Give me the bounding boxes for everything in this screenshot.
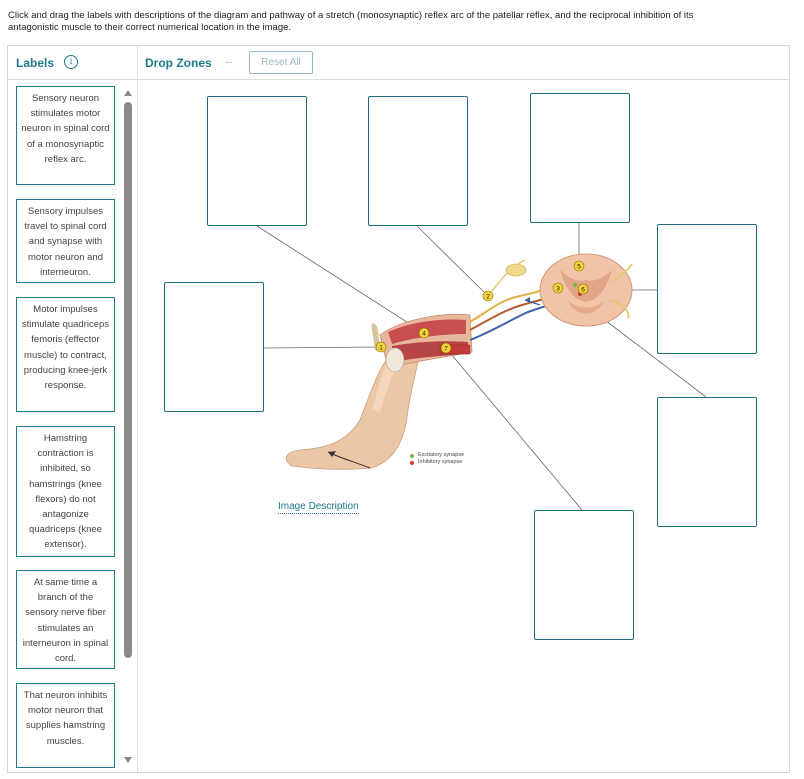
marker-1-icon — [375, 341, 387, 353]
marker-6-label: 6 — [581, 287, 585, 294]
header-divider — [7, 79, 790, 80]
legend-excitatory: Excitatory synapse — [418, 452, 465, 458]
inhibitory-synapse-dot — [410, 461, 414, 465]
marker-3-icon — [552, 282, 564, 294]
info-icon[interactable]: i — [64, 55, 78, 69]
reset-all-button[interactable]: Reset All — [249, 51, 313, 74]
drop-zone-4[interactable] — [164, 282, 264, 412]
legend-inhibitory: Inhibitory synapse — [418, 459, 463, 465]
label-card-2[interactable]: Sensory impulses travel to spinal cord a… — [16, 199, 115, 283]
scroll-down-arrow-icon[interactable] — [124, 757, 132, 763]
marker-2-label: 2 — [486, 294, 490, 301]
label-card-1[interactable]: Sensory neuron stimulates motor neuron i… — [16, 86, 115, 185]
leg-illustration — [285, 314, 473, 470]
scrollbar-thumb[interactable] — [124, 102, 132, 658]
marker-4-label: 4 — [422, 331, 426, 338]
back-arrow-icon[interactable]: ← — [224, 55, 235, 67]
labels-heading: Labels — [16, 56, 55, 70]
label-card-5[interactable]: At same time a branch of the sensory ner… — [16, 570, 115, 669]
drop-zone-5[interactable] — [657, 224, 757, 354]
label-card-3[interactable]: Motor impulses stimulate quadriceps femo… — [16, 297, 115, 412]
activity-frame — [7, 45, 790, 773]
marker-1-label: 1 — [379, 345, 383, 352]
marker-5-label: 5 — [577, 264, 581, 271]
marker-4-icon — [418, 327, 430, 339]
image-description-link[interactable]: Image Description — [278, 501, 359, 514]
marker-2-icon — [482, 290, 494, 302]
drop-zone-3[interactable] — [530, 93, 630, 223]
drop-zones-heading: Drop Zones — [145, 56, 212, 70]
excitatory-synapse-dot — [410, 454, 414, 458]
marker-7-label: 7 — [444, 346, 448, 353]
marker-3-label: 3 — [556, 286, 560, 293]
scroll-up-arrow-icon[interactable] — [124, 90, 132, 96]
drop-zone-1[interactable] — [207, 96, 307, 226]
column-divider — [137, 45, 138, 773]
label-card-6[interactable]: That neuron inhibits motor neuron that s… — [16, 683, 115, 768]
marker-5-icon — [573, 260, 585, 272]
drop-zone-2[interactable] — [368, 96, 468, 226]
marker-7-icon — [440, 342, 452, 354]
drop-zone-6[interactable] — [657, 397, 757, 527]
marker-6-icon — [577, 283, 589, 295]
drop-zone-7[interactable] — [534, 510, 634, 640]
label-card-4[interactable]: Hamstring contraction is inhibited, so h… — [16, 426, 115, 557]
instructions-text: Click and drag the labels with descripti… — [8, 10, 694, 33]
